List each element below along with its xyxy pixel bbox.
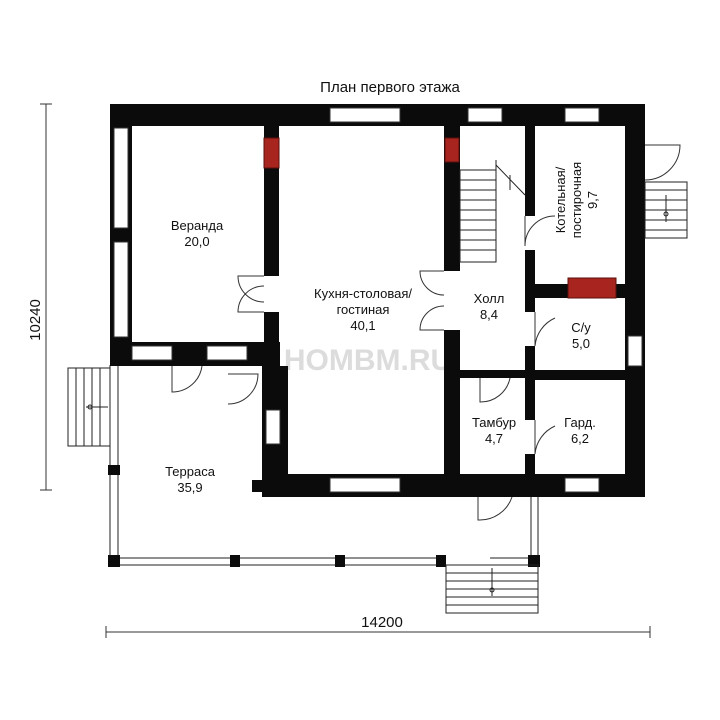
room-bathroom: С/у 5,0 (571, 320, 591, 351)
interior-walls (264, 126, 627, 497)
room-name: Холл (474, 291, 505, 306)
room-area: 6,2 (571, 431, 589, 446)
plan-title: План первого этажа (320, 79, 460, 96)
room-name: Тамбур (472, 415, 516, 430)
room-name: С/у (571, 320, 591, 335)
interior-stairs (459, 160, 526, 263)
watermark: HOMBM.RU (284, 344, 452, 377)
room-area: 20,0 (184, 234, 209, 249)
room-terrace: Терраса 35,9 (165, 464, 216, 495)
entry-stairs-left (67, 367, 111, 447)
room-name-line1: Котельная/ (553, 166, 568, 233)
room-name: Веранда (171, 218, 224, 233)
room-area: 8,4 (480, 307, 498, 322)
entry-stairs-right (644, 181, 688, 239)
height-dimension: 10240 (27, 299, 44, 341)
room-area: 40,1 (350, 318, 375, 333)
entry-stairs-bottom (445, 564, 539, 614)
room-area: 9,7 (585, 191, 600, 209)
windows (113, 107, 643, 493)
room-hall: Холл 8,4 (474, 291, 505, 322)
terrace-outline (108, 365, 540, 567)
room-area: 35,9 (177, 480, 202, 495)
room-wardrobe: Гард. 6,2 (564, 415, 596, 446)
room-area: 4,7 (485, 431, 503, 446)
width-dimension: 14200 (361, 614, 403, 631)
room-name: Гард. (564, 415, 596, 430)
room-boiler: Котельная/ постирочная 9,7 (553, 162, 600, 238)
room-veranda: Веранда 20,0 (171, 218, 224, 249)
room-name: Терраса (165, 464, 216, 479)
room-name-line2: постирочная (569, 162, 584, 238)
room-vestibule: Тамбур 4,7 (472, 415, 516, 446)
stoves (263, 137, 617, 299)
doors (171, 144, 681, 521)
room-name-line2: гостиная (337, 302, 390, 317)
room-area: 5,0 (572, 336, 590, 351)
room-kitchen: Кухня-столовая/ гостиная 40,1 (314, 286, 412, 333)
dimension-lines (40, 103, 651, 638)
room-name-line1: Кухня-столовая/ (314, 286, 412, 301)
